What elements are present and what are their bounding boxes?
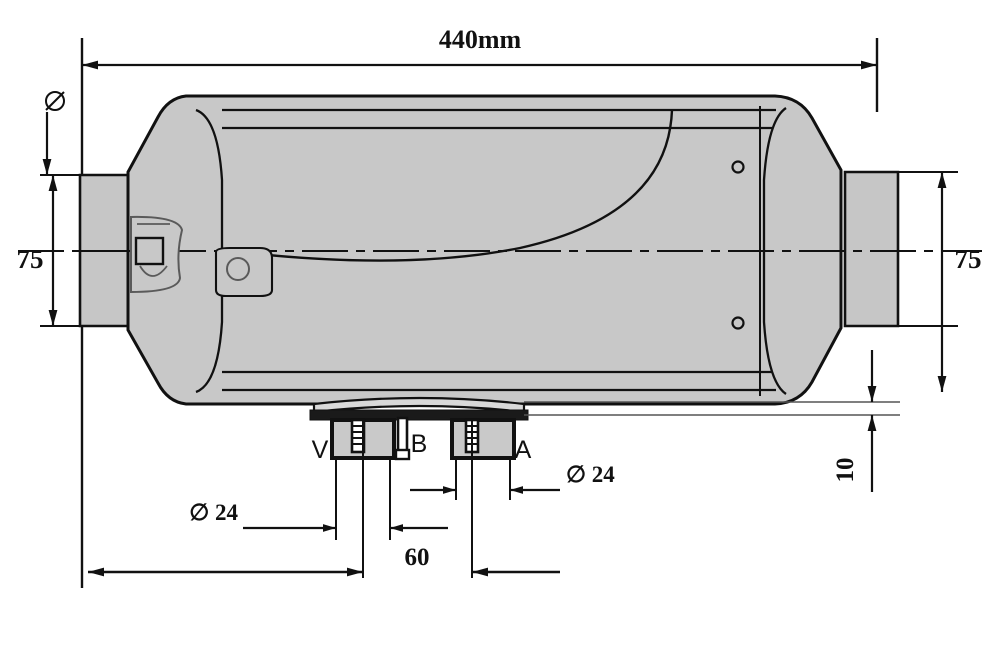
port-labels: V B A xyxy=(312,430,532,464)
dimension-dia24-left: ∅ 24 xyxy=(189,500,448,532)
label-dia24-right: ∅ 24 xyxy=(566,462,615,487)
label-440mm: 440mm xyxy=(439,25,522,54)
left-bracket-square-port xyxy=(134,236,165,266)
heater-body-assembly xyxy=(18,94,982,406)
internal-sweep-curve xyxy=(221,109,674,262)
dimension-left-height: 75 xyxy=(17,91,65,326)
left-bracket-lower-flare xyxy=(139,265,168,277)
mounting-hole-top xyxy=(731,160,745,174)
label-port-b: B xyxy=(411,430,428,458)
dimension-right-height: 75 xyxy=(937,172,982,392)
label-60: 60 xyxy=(405,544,430,571)
label-10: 10 xyxy=(832,458,859,483)
label-dia24-left: ∅ 24 xyxy=(189,500,238,525)
dimension-dia24-right: ∅ 24 xyxy=(410,462,615,494)
sensor-boss-hole xyxy=(226,257,250,281)
diameter-symbol-icon xyxy=(45,91,65,111)
right-flange xyxy=(843,170,900,328)
label-75-left: 75 xyxy=(17,244,44,274)
mounting-hole-bottom xyxy=(731,316,745,330)
port-b-fuel-tube xyxy=(394,416,411,461)
label-port-v: V xyxy=(312,436,329,464)
port-housing-a xyxy=(450,418,516,460)
dimension-overall-length: 440mm xyxy=(82,25,877,70)
label-port-a: A xyxy=(515,436,532,464)
label-75-right: 75 xyxy=(955,244,982,274)
dimension-foot-height: 10 xyxy=(524,350,900,492)
dimension-port-spacing: 60 xyxy=(88,544,560,577)
